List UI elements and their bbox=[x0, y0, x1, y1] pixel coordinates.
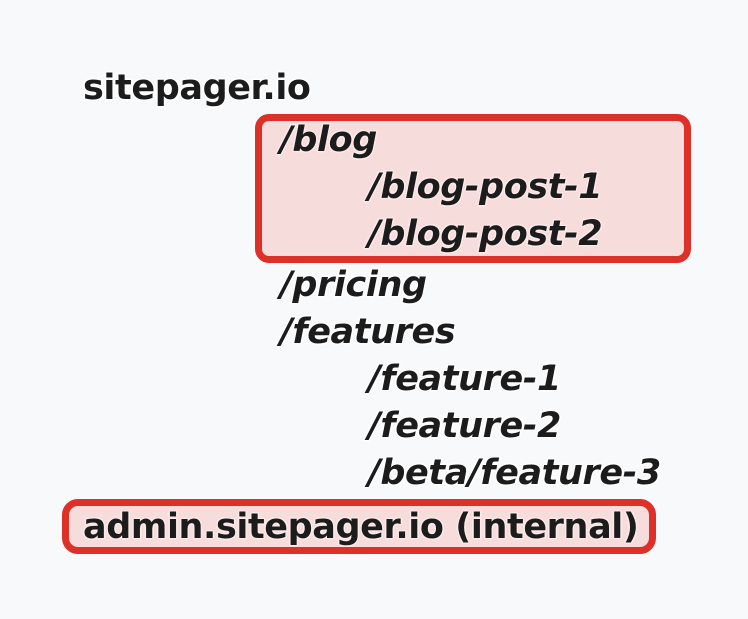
sitemap-node-blog[interactable]: /blog bbox=[280, 120, 377, 160]
sitemap-node-feature-1[interactable]: /feature-1 bbox=[368, 359, 561, 399]
highlight-box-admin-host[interactable] bbox=[62, 499, 656, 554]
sitemap-node-features[interactable]: /features bbox=[280, 312, 456, 352]
sitemap-node-admin-host[interactable]: admin.sitepager.io (internal) bbox=[83, 507, 639, 547]
sitemap-node-pricing[interactable]: /pricing bbox=[280, 265, 427, 305]
sitemap-node-blog-post-1[interactable]: /blog-post-1 bbox=[368, 167, 603, 207]
sitemap-root-label: sitepager.io bbox=[83, 68, 311, 108]
sitemap-node-beta-feature-3[interactable]: /beta/feature-3 bbox=[368, 453, 661, 493]
sitemap-node-feature-2[interactable]: /feature-2 bbox=[368, 406, 561, 446]
sitemap-node-blog-post-2[interactable]: /blog-post-2 bbox=[368, 214, 603, 254]
highlight-box-blog-subtree[interactable] bbox=[255, 114, 691, 263]
